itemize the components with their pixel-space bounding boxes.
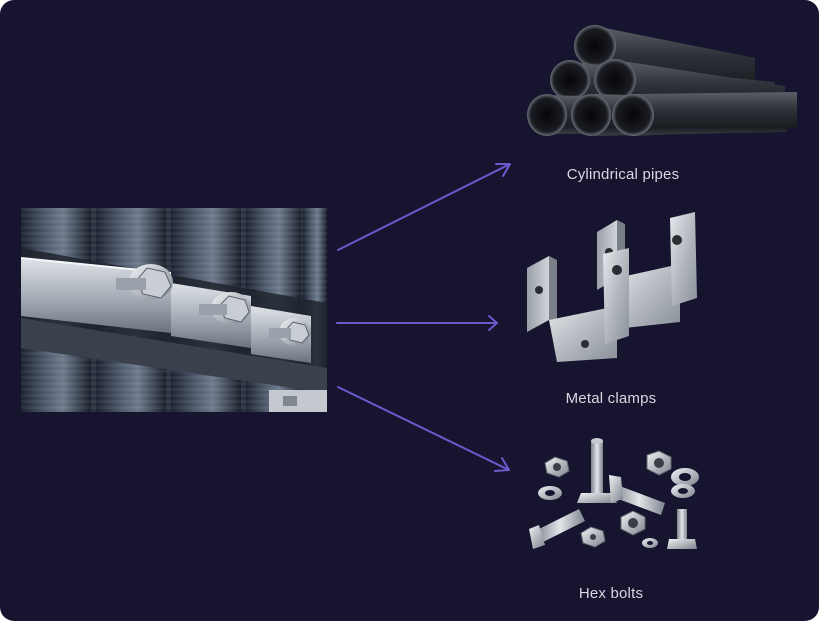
u-clamp-icon: [525, 210, 705, 365]
label-cylindrical-pipes: Cylindrical pipes: [566, 166, 680, 183]
arrow-to-bolts: [337, 386, 510, 472]
pipe-stack-icon: [525, 20, 800, 145]
source-photo: [21, 208, 327, 412]
bolts-nuts-icon: [525, 435, 705, 560]
arrow-to-clamps: [336, 315, 498, 331]
label-metal-clamps: Metal clamps: [565, 390, 657, 407]
arrow-to-pipes: [337, 163, 511, 251]
label-hex-bolts: Hex bolts: [578, 585, 644, 602]
